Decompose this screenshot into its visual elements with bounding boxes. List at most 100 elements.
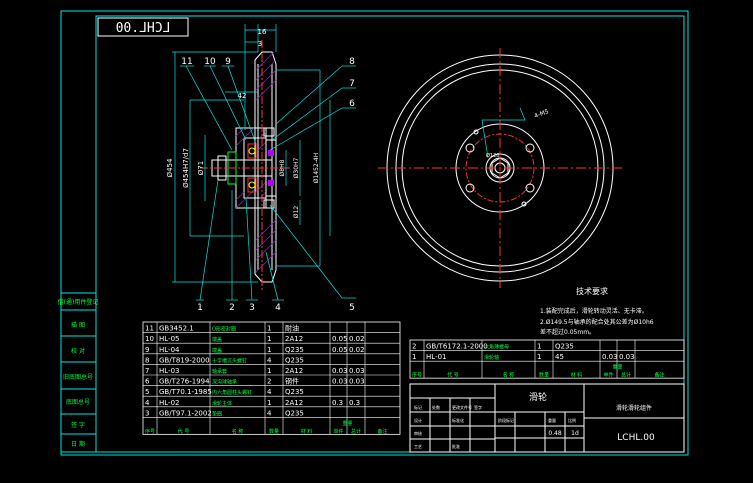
bom-row-6-qty: 4 — [267, 388, 272, 396]
part-name: 滑轮 — [529, 391, 547, 403]
bom-row-5-w2: 0.03 — [349, 378, 365, 386]
outer-frame — [60, 10, 689, 456]
tb-label-0: 标记 — [414, 404, 422, 410]
rtab-header-0: 序号 — [412, 372, 422, 379]
bom-header-0: 序号 — [145, 428, 155, 435]
balloon-10: 10 — [204, 57, 216, 67]
bom-row-7-code: HL-02 — [159, 399, 179, 407]
sidebar-label-5: 签 字 — [71, 421, 85, 429]
front-view: 4-M5 Ø120 — [378, 48, 622, 288]
bom-row-1-name: 端盖 — [212, 336, 222, 343]
bom-row-2-qty: 1 — [267, 346, 271, 354]
tb-label-10: 阶段标记 — [498, 417, 514, 423]
bom-header-6: 总计 — [351, 428, 361, 435]
dim-30h7: Ø30H7 — [293, 157, 300, 178]
bom-row-4-no: 7 — [145, 367, 149, 375]
bom-row-3-name: 十字槽沉头螺钉 — [212, 357, 247, 364]
bom-row-5-w1: 0.03 — [332, 378, 348, 386]
drawing-number: LCHL.00 — [617, 433, 655, 443]
bom-row-0-code: GB3452.1 — [159, 325, 194, 333]
bom-row-1-w2: 0.02 — [349, 335, 365, 343]
bom-row-7-qty: 1 — [267, 399, 271, 407]
tb-label-2: 更改文件号 — [452, 404, 472, 410]
dim-12: Ø12 — [293, 206, 300, 219]
dim-8h8: Ø8H8 — [279, 159, 286, 176]
tb-label-8: 工艺 — [414, 444, 422, 449]
bom-row-7-no: 4 — [145, 399, 150, 407]
rtab-header-5: 单件 — [603, 372, 613, 379]
rtab-header-weight: 重量 — [612, 364, 622, 371]
sidebar-label-6: 日 期 — [71, 440, 85, 448]
tb-scale: 1d — [571, 430, 579, 437]
bom-row-2-mat: Q235 — [285, 346, 304, 354]
bom-row-7-w2: 0.3 — [349, 399, 360, 407]
bom-header-5: 单件 — [333, 428, 343, 435]
bom-row-4-w1: 0.03 — [332, 367, 348, 375]
rtab-header-7: 备注 — [654, 372, 664, 379]
bom-row-4-code: HL-03 — [159, 367, 179, 375]
dim-454h7: Ø454H7/d7 — [182, 148, 190, 188]
rtab-row-0-mat: Q235 — [555, 343, 574, 351]
bom-header-1: 代 号 — [178, 428, 190, 435]
bom-row-0-no: 11 — [145, 325, 154, 333]
balloon-7: 7 — [349, 79, 355, 89]
balloon-2: 2 — [229, 303, 235, 313]
bom-header-4: 材 料 — [301, 428, 313, 435]
sidebar-label-1: 描 图 — [71, 321, 85, 329]
tb-label-6: 标准化 — [452, 417, 464, 423]
dim-3: 3 — [258, 40, 262, 48]
bom-row-6-mat: Q235 — [285, 388, 304, 396]
bom-row-8-no: 3 — [145, 409, 149, 417]
balloon-9: 9 — [225, 57, 231, 67]
tb-label-5: 设计 — [414, 417, 422, 423]
sidebar-label-3: 旧底图总号 — [63, 373, 93, 381]
bom-row-0-mat: 耐油 — [285, 324, 299, 333]
balloon-1: 1 — [197, 303, 203, 313]
tb-label-1: 处数 — [432, 404, 440, 410]
sidebar-label-4: 底图总号 — [66, 398, 90, 406]
section-view: 16 3 42 Ø454 Ø454H7/d7 Ø71 Ø30H7 Ø1452-4… — [166, 24, 356, 313]
left-sidebar: 借(通)用件登记 描 图 校 对 旧底图总号 底图总号 签 字 日 期 — [58, 292, 98, 453]
rtab-header-4: 材 料 — [571, 372, 583, 379]
rtab-header-2: 名 称 — [503, 372, 515, 379]
tech-title: 技术要求 — [576, 286, 608, 296]
bom-row-1-mat: 2A12 — [285, 335, 303, 343]
balloon-4: 4 — [275, 303, 281, 313]
dim-1452: Ø1452-4H — [313, 153, 320, 184]
inner-frame — [95, 15, 685, 453]
tb-label-3: 签字 — [474, 404, 482, 410]
rtab-header-1: 代 号 — [447, 372, 459, 379]
bom-row-6-no: 5 — [145, 388, 149, 396]
rtab-header-3: 数量 — [539, 372, 549, 379]
tech-line-1: 1.装配完成后，滑轮转动灵活、无卡滞。 — [540, 307, 648, 315]
bom-row-8-qty: 4 — [267, 409, 272, 417]
bom-row-2-w1: 0.05 — [332, 346, 348, 354]
bom-row-5-name: 深沟球轴承 — [212, 379, 237, 386]
bom-row-7-mat: 2A12 — [285, 399, 303, 407]
bom-row-3-code: GB/T819-2000 — [159, 356, 210, 364]
bom-header-7: 备注 — [377, 428, 387, 435]
tb-mass: 0.48 — [548, 430, 562, 437]
bom-header-weight: 重量 — [342, 420, 352, 427]
bom-row-4-w2: 0.03 — [349, 367, 365, 375]
bom-row-1-qty: 1 — [267, 335, 271, 343]
dim-42: 42 — [238, 92, 247, 100]
rtab-row-0-no: 2 — [412, 343, 416, 351]
rtab-header-6: 总计 — [621, 372, 631, 379]
bom-row-0-name: O形密封圈 — [212, 326, 236, 333]
bom-header-2: 名 称 — [232, 428, 244, 435]
balloon-11: 11 — [181, 57, 192, 67]
bom-row-2-no: 9 — [145, 346, 149, 354]
bom-row-0-qty: 1 — [267, 325, 271, 333]
balloon-3: 3 — [249, 303, 255, 313]
tb-label-9: 批准 — [452, 443, 460, 449]
rtab-row-0-name: 六角薄螺母 — [484, 344, 509, 351]
dim-71: Ø71 — [197, 161, 205, 175]
code-box-text: LCHL.00 — [116, 21, 171, 36]
balloon-6: 6 — [349, 99, 355, 109]
bom-row-4-qty: 1 — [267, 367, 271, 375]
bom-row-5-qty: 2 — [267, 378, 271, 386]
